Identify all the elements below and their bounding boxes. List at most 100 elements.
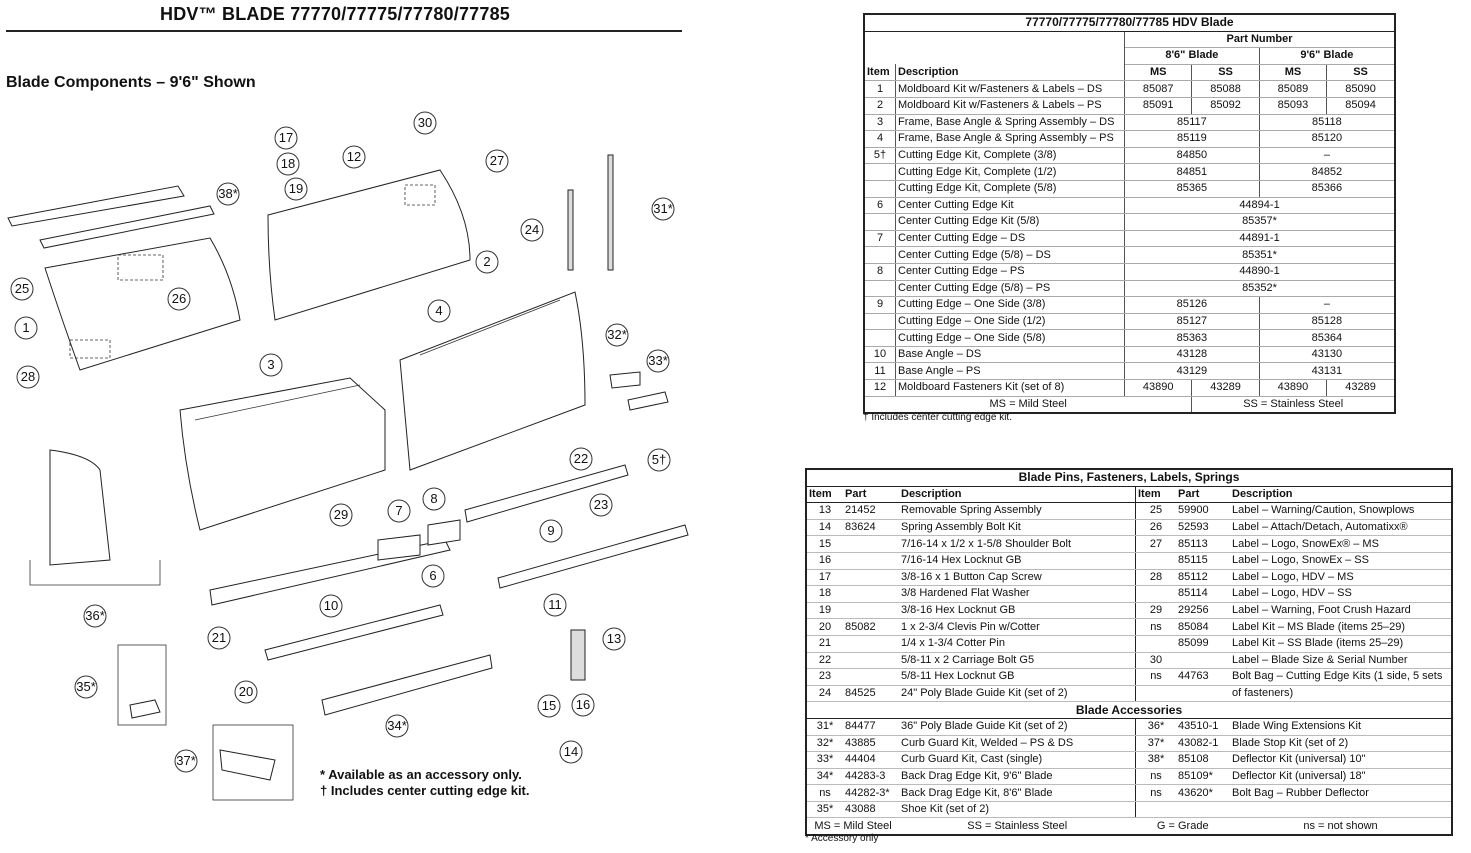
- callout-5: 5†: [647, 448, 671, 472]
- cell-y: –: [1259, 296, 1396, 314]
- cell-x: 43128: [1124, 346, 1260, 364]
- cell-x: 85363: [1124, 329, 1260, 347]
- cell: [1135, 585, 1176, 603]
- callout-31: 31*: [651, 197, 675, 221]
- wing-extension-part: [49, 449, 111, 566]
- cell: Deflector Kit (universal) 18": [1230, 768, 1452, 786]
- ss-header: SS: [1191, 64, 1260, 82]
- legend-ns: ns = not shown: [1230, 817, 1452, 836]
- cell: ns: [1135, 618, 1176, 636]
- callout-37: 37*: [174, 749, 198, 773]
- cell-item: 9: [864, 296, 896, 314]
- cell: [1135, 635, 1176, 653]
- callout-12: 12: [342, 145, 366, 169]
- table-row: 5†Cutting Edge Kit, Complete (3/8)84850–: [864, 147, 1396, 165]
- cell-desc: Center Cutting Edge – DS: [895, 230, 1125, 248]
- item-header: Item: [806, 486, 843, 504]
- callout-7: 7: [387, 499, 411, 523]
- callout-22: 22: [569, 447, 593, 471]
- callout-32: 32*: [605, 323, 629, 347]
- cell-all: 44894-1: [1124, 197, 1396, 215]
- cell: 29: [1135, 602, 1176, 620]
- cell-y: –: [1259, 147, 1396, 165]
- cell: 20: [806, 618, 843, 636]
- cell: Back Drag Edge Kit, 9'6" Blade: [899, 768, 1136, 786]
- cell: 36" Poly Blade Guide Kit (set of 2): [899, 718, 1136, 736]
- curb-guard-part: [627, 391, 669, 411]
- cell: 3/8-16 x 1 Button Cap Screw: [899, 569, 1136, 587]
- part-number-header: Part Number: [1124, 31, 1396, 49]
- cell: 32*: [806, 735, 843, 753]
- cell: [843, 585, 899, 603]
- legend-ss: SS = Stainless Steel: [899, 817, 1136, 836]
- cell: [1230, 801, 1452, 819]
- callout-11: 11: [543, 593, 567, 617]
- callout-6: 6: [421, 564, 445, 588]
- cell-x: 85127: [1124, 313, 1260, 331]
- cell: ns: [1135, 768, 1176, 786]
- cell: [1135, 552, 1176, 570]
- callout-33: 33*: [646, 349, 670, 373]
- cell-x: 84850: [1124, 147, 1260, 165]
- cell: Label – Logo, HDV – MS: [1230, 569, 1452, 587]
- cell-desc: Frame, Base Angle & Spring Assembly – PS: [895, 130, 1125, 148]
- cell-item: 1: [864, 80, 896, 98]
- cell: 85112: [1176, 569, 1230, 587]
- svg-text:11: 11: [548, 597, 562, 612]
- cell: 19: [806, 602, 843, 620]
- callout-38: 38*: [216, 182, 240, 206]
- cell-x: 43129: [1124, 362, 1260, 381]
- cell-item: 4: [864, 130, 896, 148]
- cell: Shoe Kit (set of 2): [899, 801, 1136, 819]
- svg-text:15: 15: [542, 698, 556, 713]
- cell: 43510-1: [1176, 718, 1230, 736]
- cell-item: 8: [864, 263, 896, 281]
- cell: 85115: [1176, 552, 1230, 570]
- diagram-notes: * Available as an accessory only. † Incl…: [320, 767, 530, 799]
- blade-96-header: 9'6" Blade: [1259, 47, 1396, 65]
- callout-9: 9: [539, 519, 563, 543]
- table1-footnote: † Includes center cutting edge kit.: [863, 412, 1012, 423]
- svg-text:19: 19: [289, 181, 303, 196]
- callout-24: 24: [520, 218, 544, 242]
- base-angle-part: [497, 524, 689, 589]
- cell: [1176, 685, 1230, 703]
- cell: [843, 552, 899, 570]
- cell: 44282-3*: [843, 784, 899, 802]
- cell: 5/8-11 x 2 Carriage Bolt G5: [899, 652, 1136, 670]
- cell-desc: Moldboard Kit w/Fasteners & Labels – PS: [895, 97, 1125, 115]
- cell: [843, 652, 899, 670]
- svg-text:16: 16: [576, 697, 590, 712]
- back-drag-edge-part: [321, 654, 493, 716]
- cell-desc: Center Cutting Edge (5/8) – PS: [895, 280, 1125, 298]
- callout-36: 36*: [83, 604, 107, 628]
- cell-x: 85117: [1124, 114, 1260, 132]
- center-edge-note: † Includes center cutting edge kit.: [320, 783, 530, 798]
- callout-19: 19: [284, 177, 308, 201]
- cell: 85099: [1176, 635, 1230, 653]
- shoe-part: [129, 699, 161, 719]
- callout-26: 26: [167, 287, 191, 311]
- cell-item: 11: [864, 362, 896, 381]
- cell: Label Kit – MS Blade (items 25–29): [1230, 618, 1452, 636]
- cell-d: 43289: [1326, 379, 1396, 397]
- callout-15: 15: [537, 694, 561, 718]
- svg-text:26: 26: [172, 291, 186, 306]
- blade-stop-part: [219, 749, 276, 781]
- cell-desc: Cutting Edge – One Side (3/8): [895, 296, 1125, 314]
- cell-c: 43890: [1259, 379, 1328, 397]
- svg-text:2: 2: [483, 254, 490, 269]
- cell-desc: Base Angle – DS: [895, 346, 1125, 364]
- cell: 85084: [1176, 618, 1230, 636]
- callout-27: 27: [485, 149, 509, 173]
- cell-item: [864, 280, 896, 298]
- cell-d: 85090: [1326, 80, 1396, 98]
